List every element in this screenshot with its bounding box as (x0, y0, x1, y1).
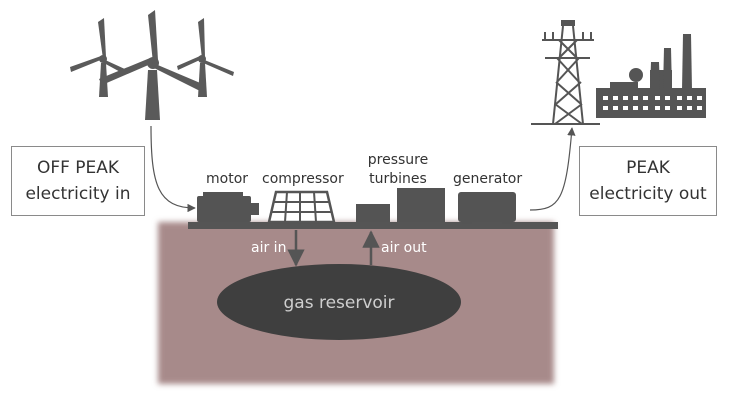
off-peak-flow-arrow (150, 125, 196, 213)
motor-icon (197, 192, 259, 222)
turbines-label-line2: turbines (369, 171, 427, 187)
peak-box: PEAK electricity out (579, 146, 717, 216)
peak-title: PEAK (626, 158, 670, 178)
power-pylon-icon (531, 25, 600, 125)
generator-label: generator (453, 171, 523, 187)
compressor-label: compressor (262, 171, 344, 187)
off-peak-subtitle: electricity in (25, 184, 131, 204)
pylon-top-cap (561, 20, 575, 26)
off-peak-box: OFF PEAK electricity in (11, 146, 145, 216)
peak-flow-arrow (529, 127, 576, 211)
ground-platform (188, 222, 558, 229)
wind-turbine-icon (70, 10, 234, 120)
gas-reservoir-shape (217, 264, 461, 340)
peak-subtitle: electricity out (589, 184, 707, 204)
turbines-label: pressure turbines (368, 151, 428, 189)
factory-icon (596, 34, 706, 118)
turbines-label-line1: pressure (367, 152, 429, 168)
motor-label: motor (206, 171, 249, 187)
air-out-label: air out (381, 240, 427, 256)
generator-icon (458, 192, 516, 224)
compressor-icon (267, 190, 336, 224)
off-peak-title: OFF PEAK (36, 158, 120, 178)
turbine-icon (356, 188, 445, 222)
gas-reservoir-label: gas reservoir (283, 293, 395, 313)
air-in-label: air in (251, 240, 287, 256)
